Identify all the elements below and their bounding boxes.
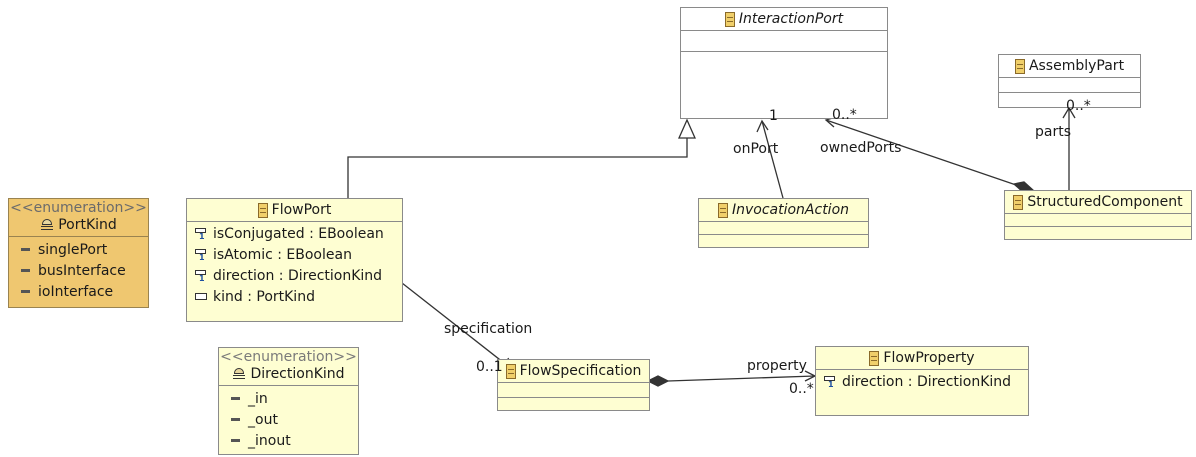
ownedports-role-label: ownedPorts xyxy=(820,140,902,156)
structured-component-name: StructuredComponent xyxy=(1027,194,1183,210)
flow-port-attributes: isConjugated : EBoolean isAtomic : EBool… xyxy=(187,222,402,308)
class-icon xyxy=(1014,58,1025,74)
literal-icon xyxy=(231,397,240,400)
flow-port-header: FlowPort xyxy=(187,199,402,222)
property-association-line xyxy=(667,375,816,382)
onport-role-label: onPort xyxy=(733,141,779,157)
interaction-port-attr-compartment xyxy=(681,31,887,52)
assembly-part-class[interactable]: AssemblyPart xyxy=(998,54,1141,108)
class-icon xyxy=(1013,194,1024,210)
enum-literal: busInterface xyxy=(19,260,148,281)
enumeration-icon xyxy=(232,368,246,380)
generalization-arrowhead xyxy=(677,118,697,139)
literal-icon xyxy=(21,269,30,272)
direction-kind-name: DirectionKind xyxy=(250,366,345,382)
structured-component-class[interactable]: StructuredComponent xyxy=(1004,190,1192,240)
class-icon xyxy=(869,350,880,366)
property-composition-diamond xyxy=(646,375,670,387)
flow-specification-attr-compartment xyxy=(498,383,649,398)
class-icon xyxy=(505,363,516,379)
attribute-icon xyxy=(824,375,836,389)
property-role-label: property xyxy=(747,358,807,374)
enum-literal: _in xyxy=(229,388,358,409)
enum-literal: _out xyxy=(229,409,358,430)
class-icon xyxy=(257,202,268,218)
parts-arrowhead xyxy=(1062,106,1076,119)
literal-icon xyxy=(231,418,240,421)
assembly-part-attr-compartment xyxy=(999,78,1140,93)
port-kind-name: PortKind xyxy=(58,217,117,233)
assembly-part-name: AssemblyPart xyxy=(1028,58,1125,74)
literal-icon xyxy=(231,439,240,442)
flow-port-name: FlowPort xyxy=(271,202,332,218)
invocation-action-header: InvocationAction xyxy=(699,199,868,222)
stereotype-label: <<enumeration>> xyxy=(220,349,357,365)
interaction-port-class[interactable]: InteractionPort xyxy=(680,7,888,119)
flow-port-class[interactable]: FlowPort isConjugated : EBoolean isAtomi… xyxy=(186,198,403,322)
specification-association-line xyxy=(401,282,514,371)
attribute-row: kind : PortKind xyxy=(195,286,402,307)
attribute-icon xyxy=(195,269,207,283)
attribute-icon xyxy=(195,227,207,241)
invocation-action-attr-compartment xyxy=(699,222,868,235)
structured-component-attr-compartment xyxy=(1005,214,1191,227)
enum-literal: _inout xyxy=(229,430,358,451)
parts-role-label: parts xyxy=(1035,124,1072,140)
flow-property-header: FlowProperty xyxy=(816,347,1028,370)
flow-specification-class[interactable]: FlowSpecification xyxy=(497,359,650,411)
literal-icon xyxy=(21,248,30,251)
attribute-icon xyxy=(195,248,207,262)
attribute-row: isConjugated : EBoolean xyxy=(195,223,402,244)
assembly-part-header: AssemblyPart xyxy=(999,55,1140,78)
onport-multiplicity: 1 xyxy=(769,108,778,124)
stereotype-label: <<enumeration>> xyxy=(10,200,147,216)
interaction-port-name: InteractionPort xyxy=(738,11,844,27)
direction-kind-header: <<enumeration>> DirectionKind xyxy=(219,348,358,386)
port-kind-header: <<enumeration>> PortKind xyxy=(9,199,148,237)
flow-property-class[interactable]: FlowProperty direction : DirectionKind xyxy=(815,346,1029,416)
property-multiplicity: 0..* xyxy=(789,381,814,397)
attribute-row: direction : DirectionKind xyxy=(824,371,1028,392)
direction-kind-literals: _in _out _inout xyxy=(219,386,358,451)
direction-kind-enum[interactable]: <<enumeration>> DirectionKind _in _out _… xyxy=(218,347,359,455)
parts-multiplicity: 0..* xyxy=(1066,98,1091,114)
enum-literal: ioInterface xyxy=(19,281,148,302)
attribute-row: direction : DirectionKind xyxy=(195,265,402,286)
ownedports-association-line xyxy=(825,119,1020,187)
onport-association-line xyxy=(761,120,784,199)
enumeration-icon xyxy=(40,219,54,231)
enum-literal: singlePort xyxy=(19,239,148,260)
flow-specification-header: FlowSpecification xyxy=(498,360,649,383)
structured-component-header: StructuredComponent xyxy=(1005,191,1191,214)
reference-icon xyxy=(195,293,207,300)
attribute-row: isAtomic : EBoolean xyxy=(195,244,402,265)
class-icon xyxy=(724,11,735,27)
flow-specification-name: FlowSpecification xyxy=(519,363,642,379)
invocation-action-name: InvocationAction xyxy=(731,202,850,218)
specification-multiplicity: 0..1 xyxy=(476,359,503,375)
literal-icon xyxy=(21,290,30,293)
generalization-line xyxy=(347,138,688,198)
flow-property-name: FlowProperty xyxy=(883,350,975,366)
ownedports-multiplicity: 0..* xyxy=(832,107,857,123)
flow-property-attributes: direction : DirectionKind xyxy=(816,370,1028,393)
interaction-port-header: InteractionPort xyxy=(681,8,887,31)
port-kind-literals: singlePort busInterface ioInterface xyxy=(9,237,148,302)
port-kind-enum[interactable]: <<enumeration>> PortKind singlePort busI… xyxy=(8,198,149,308)
onport-arrowhead xyxy=(756,119,769,133)
specification-role-label: specification xyxy=(444,321,533,337)
class-icon xyxy=(717,202,728,218)
invocation-action-class[interactable]: InvocationAction xyxy=(698,198,869,248)
